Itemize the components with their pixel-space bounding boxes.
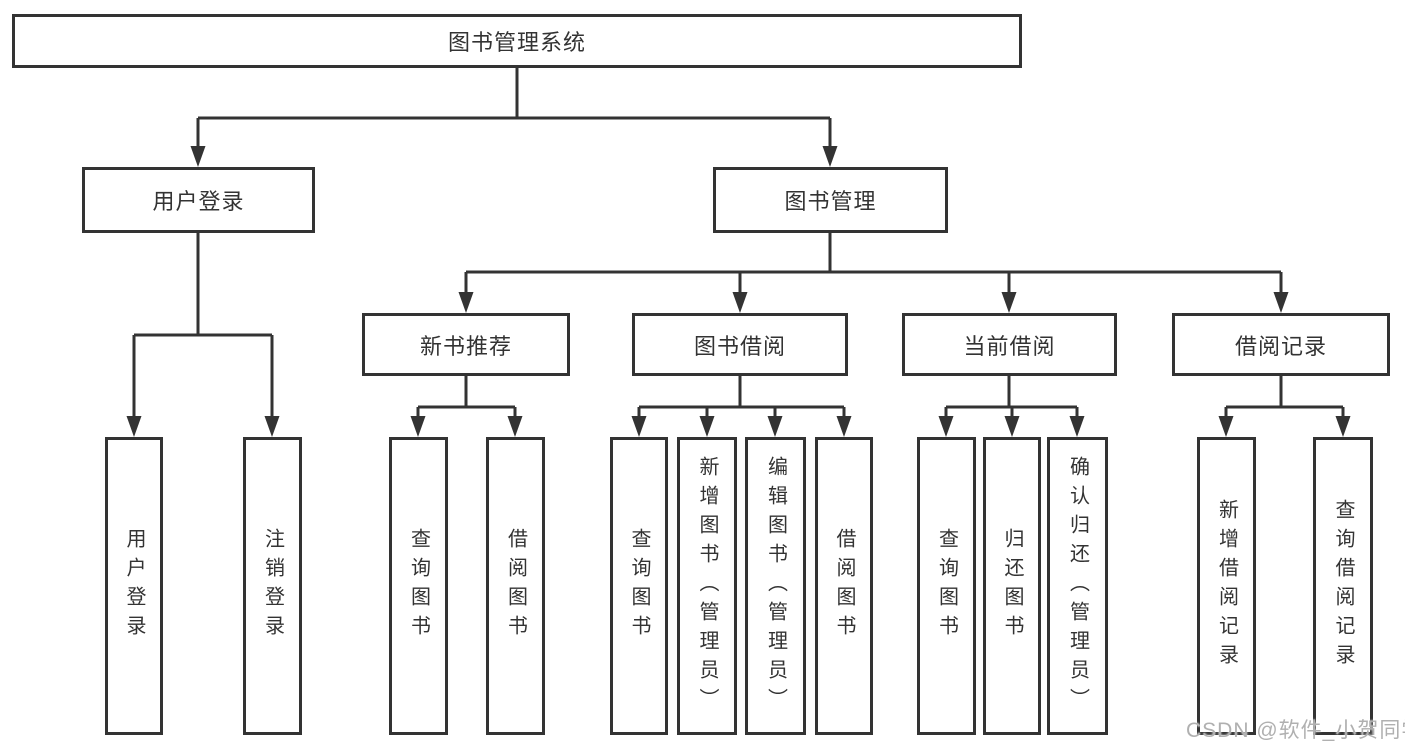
leaf-query-borrow-record-label: 查询借阅记录 (1332, 499, 1354, 673)
leaf-edit-books-admin: 编辑图书（管理员） (745, 437, 806, 735)
leaf-current-query-books: 查询图书 (917, 437, 976, 735)
leaf-add-borrow-record: 新增借阅记录 (1197, 437, 1256, 735)
node-book-borrow: 图书借阅 (632, 313, 848, 376)
node-current-borrow-label: 当前借阅 (963, 333, 1056, 359)
leaf-add-books-admin-label: 新增图书（管理员） (696, 455, 718, 717)
leaf-return-books: 归还图书 (983, 437, 1041, 735)
leaf-current-query-books-label: 查询图书 (935, 528, 958, 644)
leaf-confirm-return-admin-label: 确认归还（管理员） (1066, 455, 1089, 717)
node-book-management: 图书管理 (713, 167, 948, 233)
leaf-recommend-borrow-books: 借阅图书 (486, 437, 545, 735)
leaf-return-books-label: 归还图书 (1001, 528, 1023, 644)
leaf-add-books-admin: 新增图书（管理员） (677, 437, 737, 735)
leaf-logout-label: 注销登录 (261, 528, 284, 644)
leaf-borrow-books-label: 借阅图书 (833, 528, 855, 644)
node-book-borrow-label: 图书借阅 (693, 333, 786, 359)
node-user-login-label: 用户登录 (152, 189, 245, 214)
leaf-edit-books-admin-label: 编辑图书（管理员） (764, 455, 787, 717)
leaf-user-login-label: 用户登录 (123, 528, 145, 644)
leaf-borrow-books: 借阅图书 (815, 437, 873, 735)
leaf-recommend-query-books-label: 查询图书 (407, 528, 430, 644)
watermark: CSDN @软件_小贺同学 (1186, 719, 1405, 742)
node-user-login: 用户登录 (82, 167, 315, 233)
node-new-book-recommend: 新书推荐 (362, 313, 570, 376)
node-new-book-recommend-label: 新书推荐 (419, 333, 512, 359)
node-root-label: 图书管理系统 (447, 30, 586, 55)
leaf-borrow-query-books: 查询图书 (610, 437, 668, 735)
node-current-borrow: 当前借阅 (902, 313, 1117, 376)
leaf-confirm-return-admin: 确认归还（管理员） (1047, 437, 1108, 735)
node-borrow-records: 借阅记录 (1172, 313, 1390, 376)
node-borrow-records-label: 借阅记录 (1234, 333, 1327, 359)
node-book-management-label: 图书管理 (784, 189, 877, 214)
leaf-query-borrow-record: 查询借阅记录 (1313, 437, 1373, 735)
leaf-logout: 注销登录 (243, 437, 302, 735)
leaf-borrow-query-books-label: 查询图书 (628, 528, 650, 644)
leaf-add-borrow-record-label: 新增借阅记录 (1215, 499, 1238, 673)
leaf-recommend-query-books: 查询图书 (389, 437, 448, 735)
leaf-user-login: 用户登录 (105, 437, 163, 735)
leaf-recommend-borrow-books-label: 借阅图书 (504, 528, 527, 644)
node-root: 图书管理系统 (12, 14, 1022, 68)
